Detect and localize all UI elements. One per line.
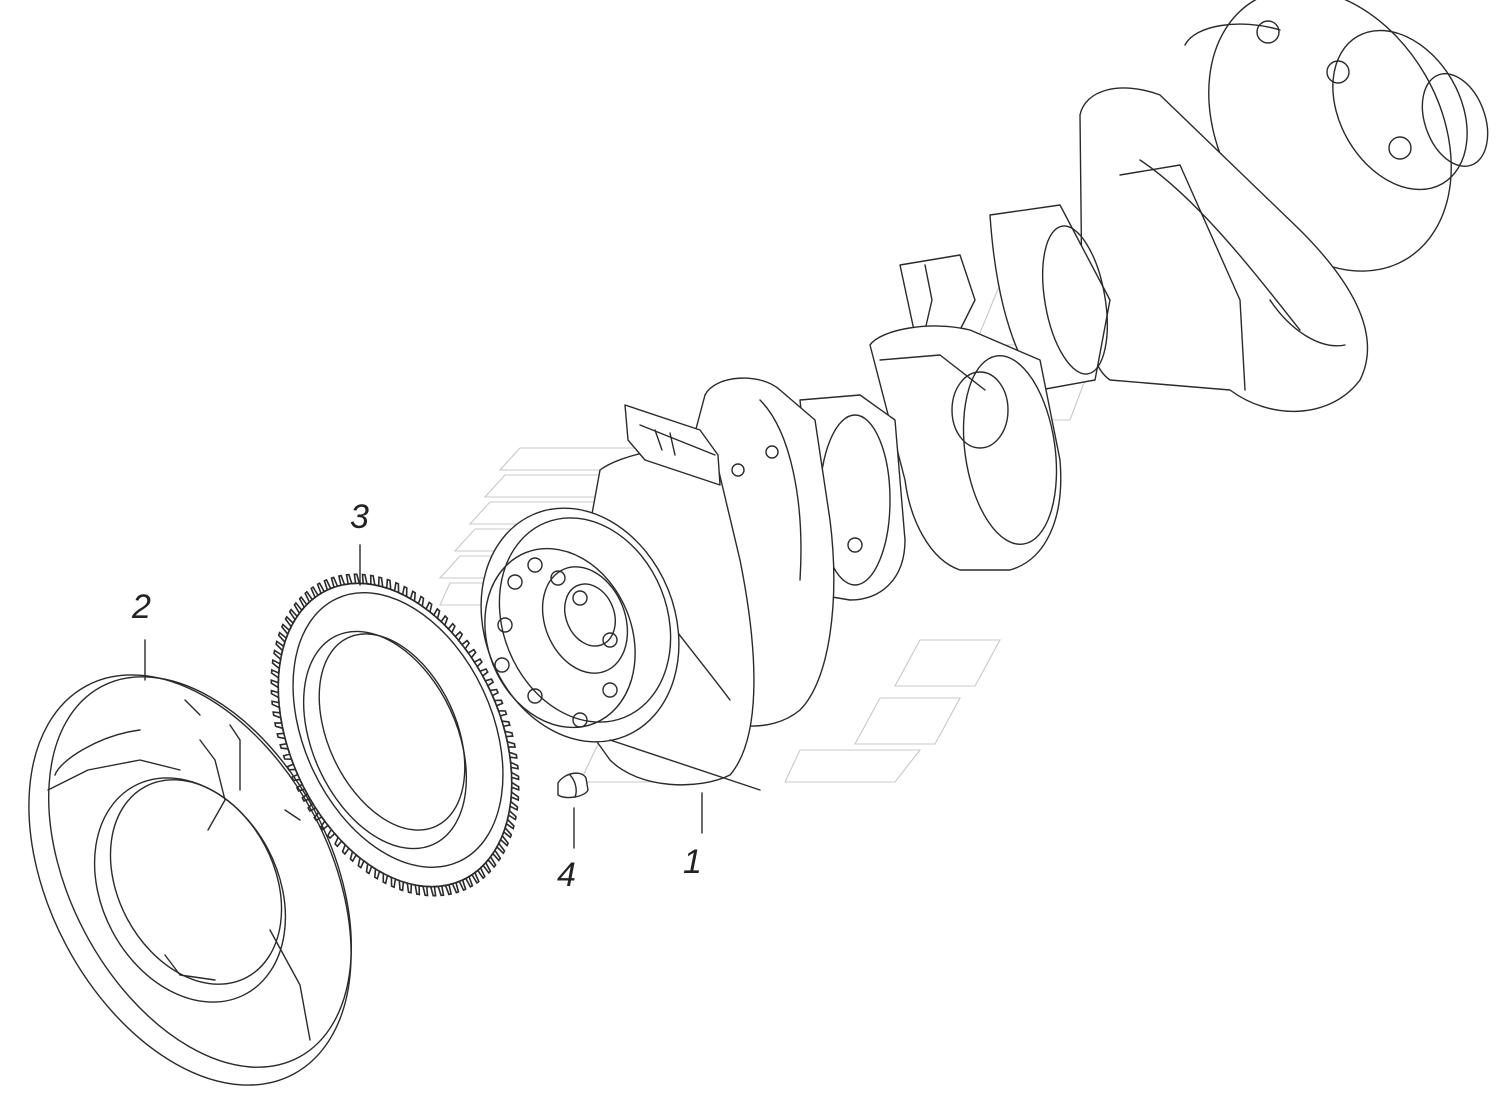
gear-tooth-profile: [270, 573, 520, 897]
crankshaft: [480, 0, 1489, 791]
leader-lines: [144, 544, 703, 849]
gear-teeth: [270, 573, 520, 897]
woodruff-key: [557, 772, 589, 799]
callout-4: 4: [557, 856, 576, 894]
callout-1: 1: [683, 843, 702, 881]
counterweight: [28, 674, 353, 1086]
callout-3: 3: [350, 498, 369, 536]
callout-2: 2: [132, 588, 151, 626]
ring-gear: [270, 573, 520, 897]
